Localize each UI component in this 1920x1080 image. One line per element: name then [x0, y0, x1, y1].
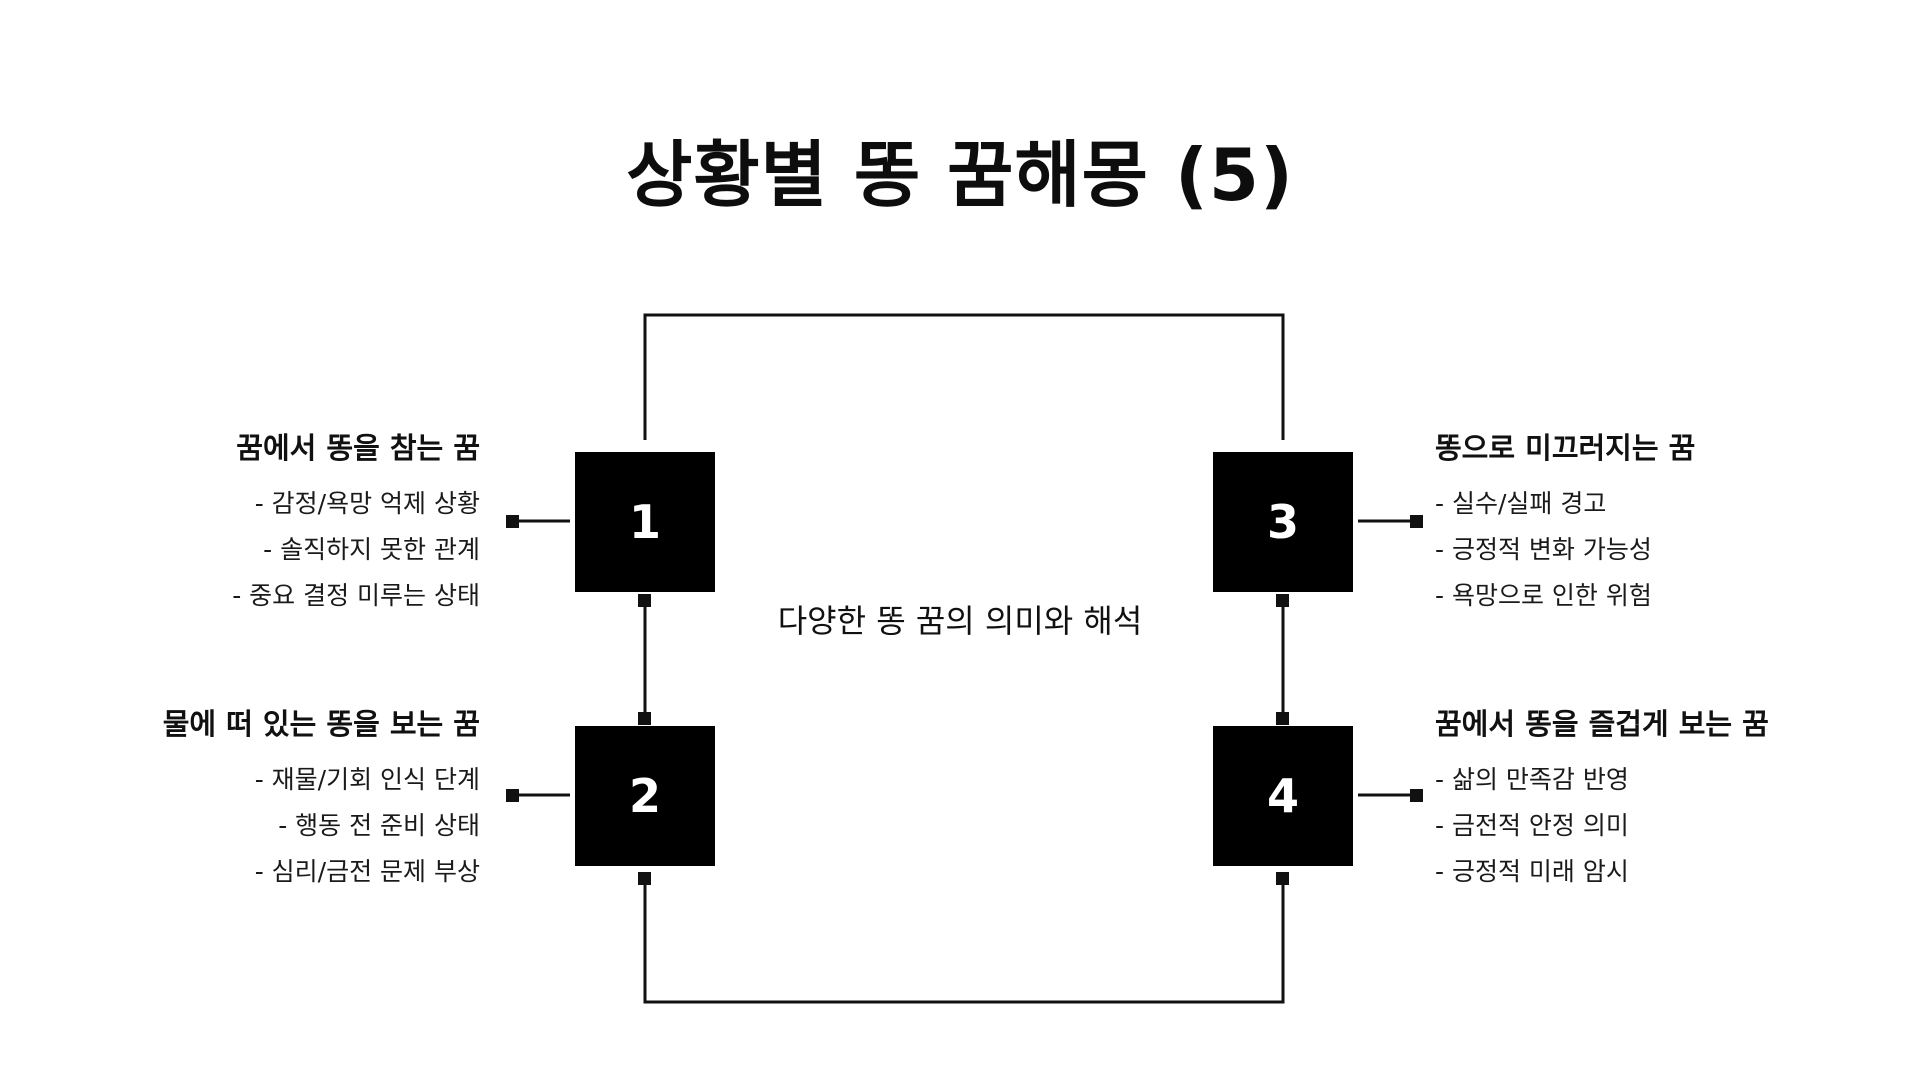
- node-box-2[interactable]: 2: [575, 726, 715, 866]
- list-item: - 중요 결정 미루는 상태: [232, 581, 480, 611]
- connector-2-to-4: [643, 878, 1285, 1004]
- cap-leader-3: [1410, 515, 1423, 528]
- cap-2-top: [638, 712, 651, 725]
- list-item: - 행동 전 준비 상태: [278, 811, 480, 841]
- cap-leader-2: [506, 789, 519, 802]
- list-item: - 솔직하지 못한 관계: [263, 535, 480, 565]
- bullet-list-2: - 재물/기회 인식 단계 - 행동 전 준비 상태 - 심리/금전 문제 부상: [60, 767, 480, 884]
- list-item: - 긍정적 변화 가능성: [1435, 535, 1652, 565]
- bullet-list-1: - 감정/욕망 억제 상황 - 솔직하지 못한 관계 - 중요 결정 미루는 상…: [60, 491, 480, 608]
- bullet-list-4: - 삶의 만족감 반영 - 금전적 안정 의미 - 긍정적 미래 암시: [1435, 767, 1855, 884]
- node-number-3: 3: [1266, 495, 1299, 549]
- list-item: - 금전적 안정 의미: [1435, 811, 1629, 841]
- node-number-4: 4: [1266, 769, 1299, 823]
- list-item: - 삶의 만족감 반영: [1435, 765, 1629, 795]
- node-number-2: 2: [628, 769, 661, 823]
- cap-4-top: [1276, 712, 1289, 725]
- center-caption: 다양한 똥 꿈의 의미와 해석: [777, 602, 1143, 640]
- block-heading-1: 꿈에서 똥을 참는 꿈: [236, 431, 480, 465]
- connector-1-to-3: [643, 313, 1285, 440]
- bullet-list-3: - 실수/실패 경고 - 긍정적 변화 가능성 - 욕망으로 인한 위험: [1435, 491, 1855, 608]
- list-item: - 긍정적 미래 암시: [1435, 857, 1629, 887]
- cap-2-bottom: [638, 872, 651, 885]
- cap-4-bottom: [1276, 872, 1289, 885]
- list-item: - 심리/금전 문제 부상: [254, 857, 480, 887]
- text-block-2: 물에 떠 있는 똥을 보는 꿈 - 재물/기회 인식 단계 - 행동 전 준비 …: [60, 706, 480, 905]
- cap-1-bottom: [638, 594, 651, 607]
- node-number-1: 1: [628, 495, 661, 549]
- list-item: - 욕망으로 인한 위험: [1435, 581, 1652, 611]
- list-item: - 재물/기회 인식 단계: [254, 765, 480, 795]
- block-heading-2: 물에 떠 있는 똥을 보는 꿈: [162, 707, 480, 741]
- block-heading-3: 똥으로 미끄러지는 꿈: [1435, 431, 1696, 465]
- text-block-1: 꿈에서 똥을 참는 꿈 - 감정/욕망 억제 상황 - 솔직하지 못한 관계 -…: [60, 430, 480, 629]
- list-item: - 실수/실패 경고: [1435, 489, 1607, 519]
- node-box-3[interactable]: 3: [1213, 452, 1353, 592]
- text-block-3: 똥으로 미끄러지는 꿈 - 실수/실패 경고 - 긍정적 변화 가능성 - 욕망…: [1435, 430, 1855, 629]
- cap-leader-1: [506, 515, 519, 528]
- cap-leader-4: [1410, 789, 1423, 802]
- cap-3-bottom: [1276, 594, 1289, 607]
- text-block-4: 꿈에서 똥을 즐겁게 보는 꿈 - 삶의 만족감 반영 - 금전적 안정 의미 …: [1435, 706, 1855, 905]
- node-box-1[interactable]: 1: [575, 452, 715, 592]
- node-box-4[interactable]: 4: [1213, 726, 1353, 866]
- block-heading-4: 꿈에서 똥을 즐겁게 보는 꿈: [1435, 707, 1769, 741]
- list-item: - 감정/욕망 억제 상황: [254, 489, 480, 519]
- page-title: 상황별 똥 꿈해몽 (5): [626, 133, 1294, 218]
